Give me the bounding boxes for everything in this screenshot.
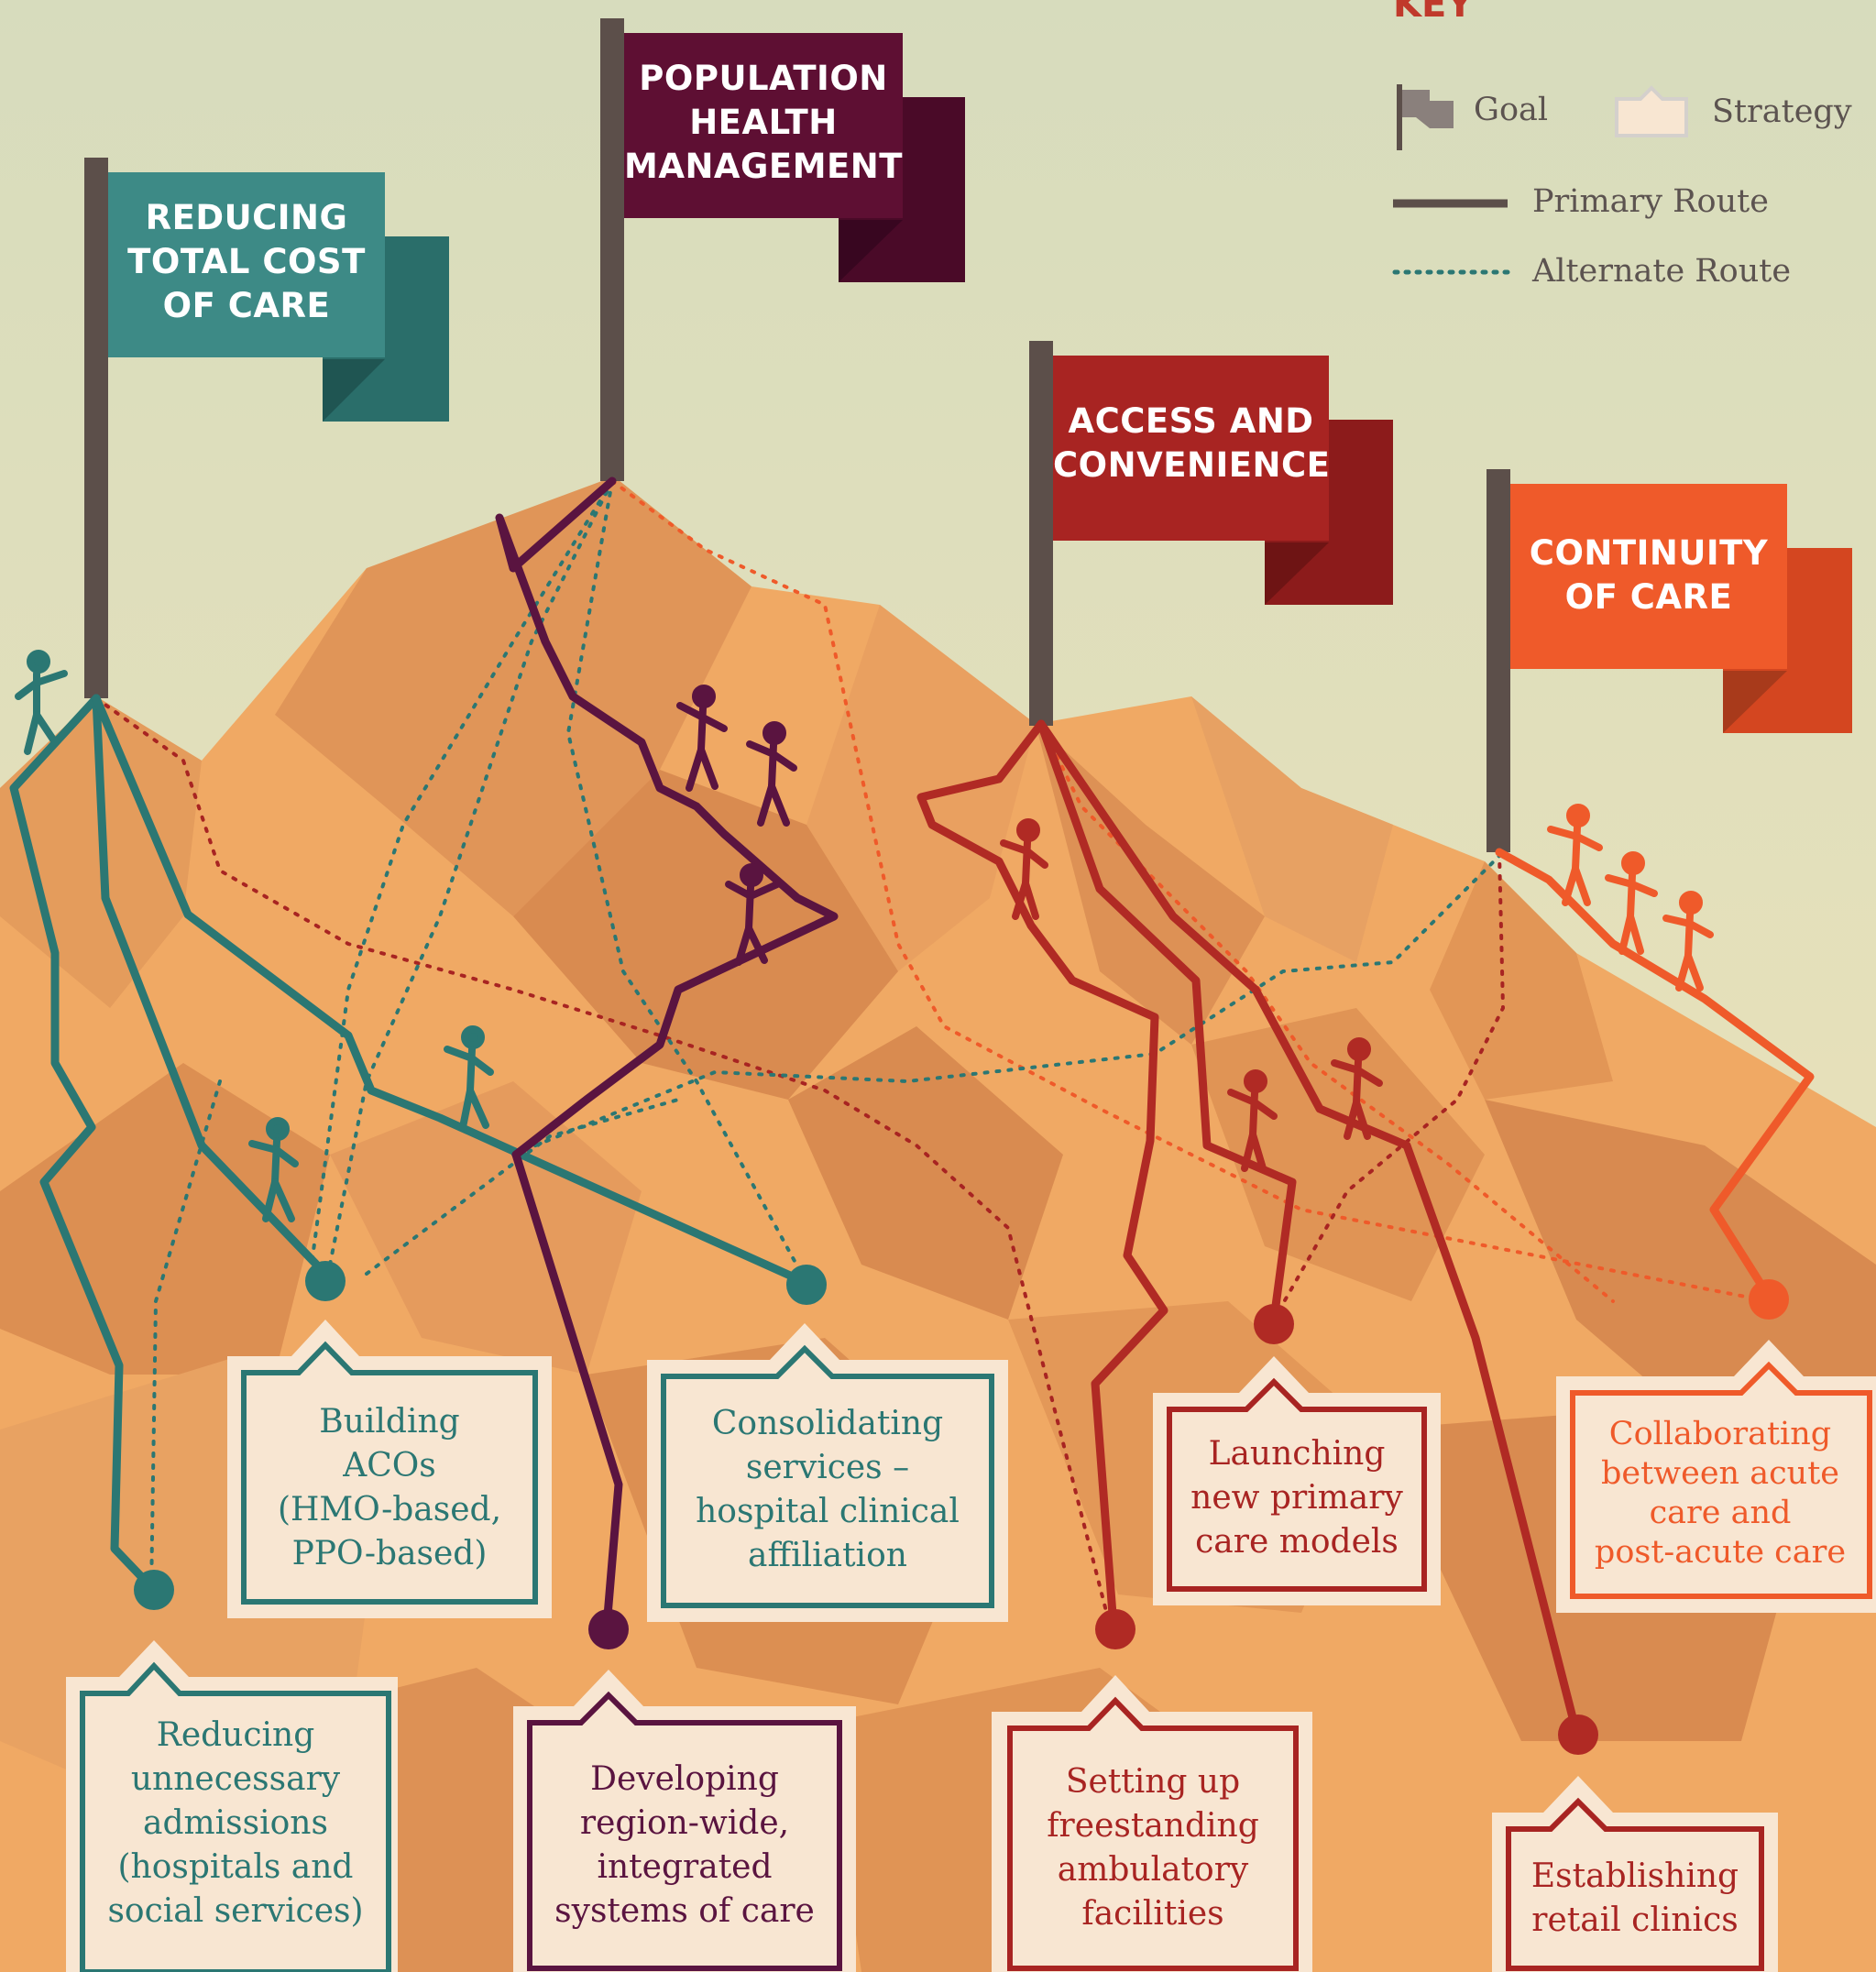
climber-icon [1227, 1069, 1278, 1172]
climber-icon [1000, 818, 1048, 920]
climber-icon [746, 721, 797, 827]
key-strategy-label: Strategy [1712, 93, 1852, 130]
box-frame-retail [1492, 1776, 1778, 1972]
flag-poles [84, 18, 1510, 852]
strategy-collaborating-label: Collaborating between acute care and pos… [1594, 1416, 1847, 1571]
key-title: KEY [1393, 0, 1474, 26]
box-frame-collaborating [1556, 1340, 1876, 1613]
strategy-developing-label: Developing region-wide, integrated syste… [554, 1760, 815, 1930]
strategy-retail: Establishing retail clinics [1512, 1833, 1758, 1965]
goal-label-cost: REDUCING TOTAL COST OF CARE [127, 198, 366, 325]
climber-icon [725, 863, 781, 966]
strategy-box-icon [1615, 85, 1688, 137]
box-frame-ambulatory [992, 1675, 1312, 1972]
goal-label-continuity: CONTINUITY OF CARE [1529, 533, 1769, 617]
key-alternate-route-label: Alternate Route [1532, 253, 1792, 290]
climber-icon [1605, 851, 1658, 955]
strategy-ambulatory: Setting up freestanding ambulatory facil… [1014, 1732, 1292, 1965]
primary-routes [9, 477, 1815, 1736]
climber-icon [676, 685, 728, 792]
strategy-admissions: Reducing unnecessary admissions (hospita… [86, 1704, 385, 1943]
climber-icon [1331, 1037, 1383, 1140]
strategy-consolidating: Consolidating services – hospital clinic… [667, 1380, 988, 1600]
box-frame-acos [227, 1320, 552, 1618]
key-legend [1392, 84, 1688, 275]
key-goal-label: Goal [1474, 92, 1549, 128]
climber-icon [1547, 804, 1603, 906]
strategy-primary-care: Launching new primary care models [1173, 1411, 1421, 1585]
box-frame-admissions [66, 1640, 398, 1972]
box-frame-consolidating [647, 1323, 1008, 1622]
climber-icon [15, 650, 68, 755]
strategy-box-frames [66, 1320, 1876, 1972]
box-frame-primary-care [1153, 1356, 1441, 1605]
goal-flag-icon [1397, 84, 1454, 150]
strategy-acos: Building ACOs (HMO-based, PPO-based) [247, 1380, 532, 1596]
strategy-collaborating: Collaborating between acute care and pos… [1574, 1395, 1866, 1593]
goal-flag-population [624, 33, 965, 282]
strategy-consolidating-label: Consolidating services – hospital clinic… [696, 1405, 960, 1574]
strategy-admissions-label: Reducing unnecessary admissions (hospita… [107, 1716, 364, 1930]
strategy-retail-label: Establishing retail clinics [1530, 1857, 1739, 1939]
strategy-acos-label: Building ACOs (HMO-based, PPO-based) [277, 1403, 502, 1572]
climber-icon [1662, 891, 1714, 991]
climbers [15, 650, 1714, 1222]
box-frame-developing [513, 1670, 856, 1972]
route-endpoints [134, 1261, 1789, 1755]
climber-icon [444, 1025, 494, 1131]
strategy-primary-care-label: Launching new primary care models [1190, 1435, 1403, 1561]
goal-flag-cost [108, 172, 449, 422]
goal-flag-continuity [1510, 484, 1852, 733]
goal-label-population: POPULATION HEALTH MANAGEMENT [624, 59, 903, 186]
goal-label-access: ACCESS AND CONVENIENCE [1053, 401, 1331, 485]
climber-icon [248, 1117, 299, 1222]
strategy-developing: Developing region-wide, integrated syste… [533, 1726, 836, 1965]
goal-flag-access [1053, 356, 1393, 605]
key-primary-route-label: Primary Route [1532, 183, 1769, 220]
strategy-ambulatory-label: Setting up freestanding ambulatory facil… [1047, 1763, 1259, 1933]
